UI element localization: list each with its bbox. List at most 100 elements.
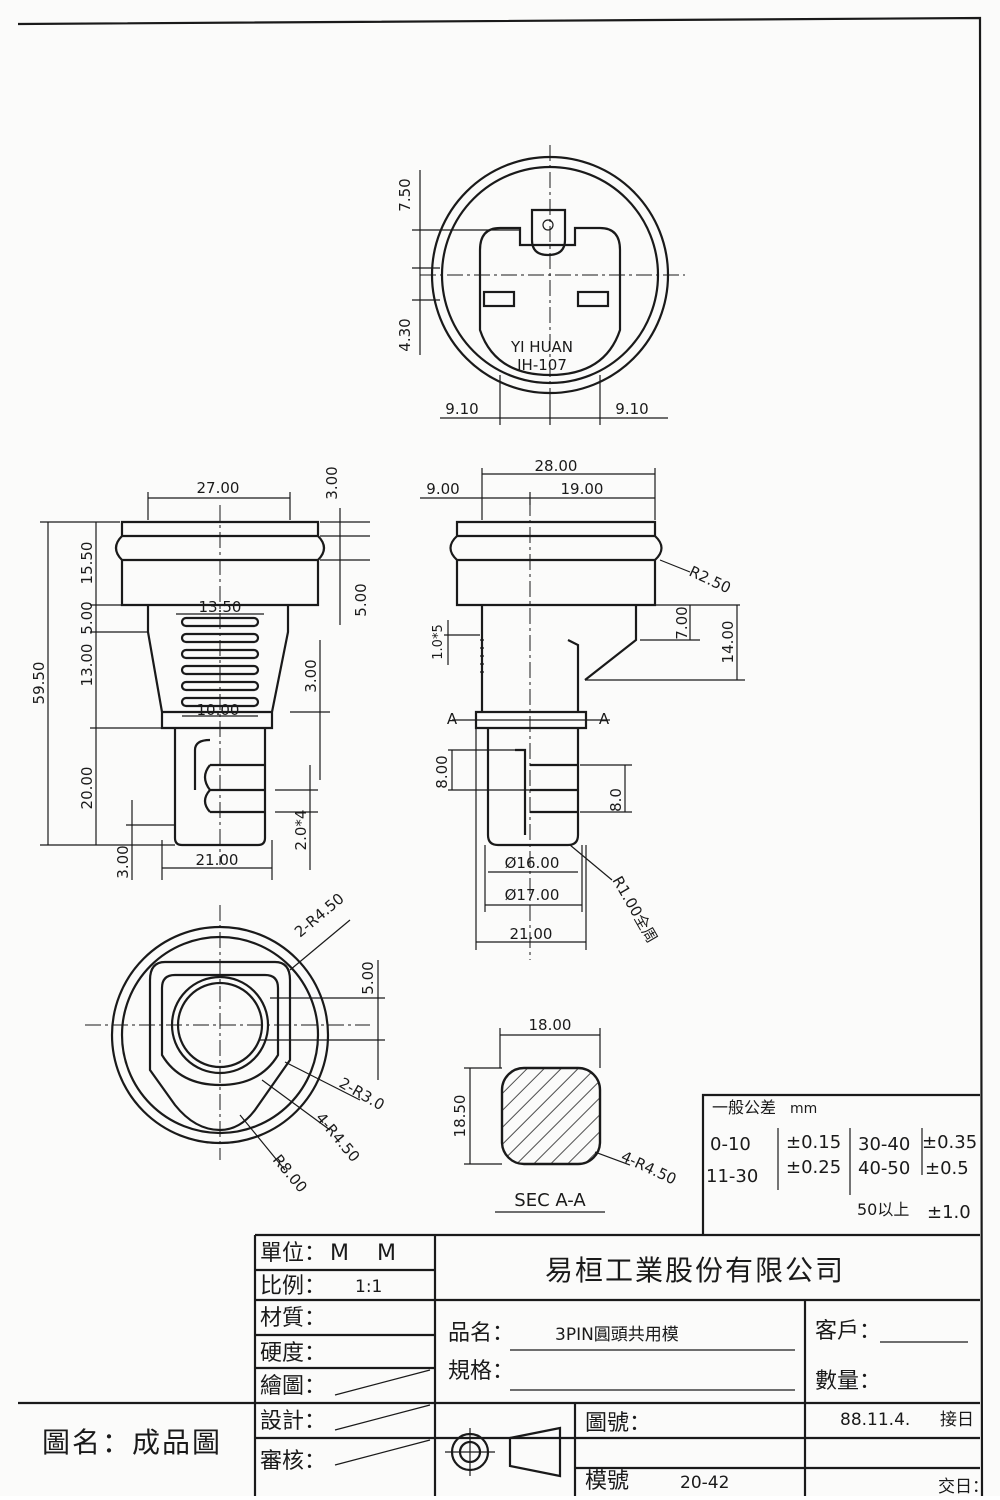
dim-r8-00: R8.00: [269, 1151, 311, 1196]
dim-4-r4-50-section: 4-R4.50: [618, 1147, 679, 1188]
tol-value-2: ±0.25: [786, 1157, 841, 1178]
title-block: 單位： M M 比例： 1:1 材質： 硬度： 繪圖： 設計： 審核： 易桓工業…: [18, 1233, 989, 1497]
customer-label: 客戶：: [815, 1319, 881, 1344]
socket-face: [478, 226, 622, 377]
dim-9-00: 9.00: [426, 480, 459, 498]
dim-13-50: 13.50: [199, 598, 242, 616]
dim-r2-50: R2.50: [686, 562, 733, 597]
hardness-label: 硬度：: [260, 1341, 326, 1366]
tol-value-3: ±0.35: [922, 1132, 977, 1153]
unit-label: 單位：: [260, 1241, 326, 1266]
tol-range-5: 50以上: [857, 1200, 909, 1219]
dim-1-0x5: 1.0*5: [431, 624, 446, 659]
dim-18-50: 18.50: [451, 1095, 469, 1138]
dim-28-00: 28.00: [535, 457, 578, 475]
review-label: 審核：: [260, 1449, 326, 1474]
dim-20-00: 20.00: [78, 767, 96, 810]
dim-18-00: 18.00: [529, 1016, 572, 1034]
top-view: YI HUAN IH-107 7.50 4.30 9.10 9.10: [396, 145, 685, 425]
tol-range-4: 40-50: [858, 1158, 910, 1179]
dim-9-10-right: 9.10: [615, 400, 648, 418]
brand-text: YI HUAN: [510, 338, 573, 356]
dim-3-00-top: 3.00: [323, 466, 341, 499]
dim-7-00: 7.00: [673, 606, 691, 639]
mold-no-label: 模號: [585, 1469, 629, 1494]
tol-value-4: ±0.5: [925, 1158, 969, 1179]
dim-5-00-left: 5.00: [78, 601, 96, 634]
dim-4-30: 4.30: [396, 318, 414, 351]
product-label: 品名：: [448, 1321, 514, 1346]
dim-8-0: 8.0: [607, 788, 625, 812]
date-value: 88.11.4.: [840, 1410, 910, 1430]
left-view-neck: [146, 605, 290, 730]
dim-27-00: 27.00: [197, 479, 240, 497]
side-view-collar: [474, 710, 588, 730]
dim-21-00-side: 21.00: [510, 925, 553, 943]
drawing-no-label: 圖號：: [585, 1411, 651, 1436]
left-view: 27.00 3.00 5.00 59.50 15.50 5.00 13.00 1…: [30, 466, 370, 880]
model-text: IH-107: [517, 356, 567, 374]
dim-59-50: 59.50: [30, 662, 48, 705]
dim-3-00-mid: 3.00: [302, 659, 320, 692]
scale-value: 1:1: [355, 1277, 382, 1297]
tol-value-1: ±0.15: [786, 1132, 841, 1153]
side-view-head: [449, 520, 663, 607]
tolerance-table: 一般公差 mm 0-10 ±0.15 30-40 ±0.35 11-30 ±0.…: [701, 1093, 980, 1235]
product-value: 3PIN圓頭共用模: [555, 1325, 679, 1345]
dim-2-r4-50: 2-R4.50: [291, 889, 348, 941]
dim-19-00: 19.00: [561, 480, 604, 498]
dim-14-00: 14.00: [719, 621, 737, 664]
dim-9-10-left: 9.10: [445, 400, 478, 418]
company-name: 易桓工業股份有限公司: [545, 1254, 845, 1287]
dim-4-r4-50-bottom: 4-R4.50: [312, 1109, 364, 1166]
dim-13-00: 13.00: [78, 644, 96, 687]
dim-5-00-right: 5.00: [352, 583, 370, 616]
section-label: SEC A-A: [514, 1190, 586, 1211]
section-a-right: A: [599, 710, 610, 728]
unit-value: M M: [330, 1241, 396, 1266]
dim-phi-17-00: Ø17.00: [505, 886, 560, 904]
dim-7-50: 7.50: [396, 178, 414, 211]
section-a-a: 18.00 18.50 4-R4.50 SEC A-A: [451, 1016, 679, 1213]
tol-range-3: 30-40: [858, 1134, 910, 1155]
projection-symbol: [445, 1426, 562, 1478]
delivery-label: 交日：: [938, 1477, 989, 1496]
side-view: 28.00 9.00 19.00 R2.50 7.00 14.00 1.0*5 …: [420, 457, 745, 960]
sheet-border: [17, 16, 984, 1497]
dim-8-00: 8.00: [433, 755, 451, 788]
dim-5-00-bottom: 5.00: [359, 961, 377, 994]
tol-range-1: 0-10: [710, 1134, 751, 1155]
left-pin-slot: [482, 290, 516, 308]
mold-no-value: 20-42: [680, 1473, 729, 1493]
drawn-label: 繪圖：: [260, 1374, 326, 1399]
drawing-name: 圖名：成品圖: [42, 1426, 222, 1459]
dim-3-00-bot: 3.00: [114, 845, 132, 878]
side-view-tail: [486, 728, 580, 847]
scale-label: 比例：: [260, 1274, 326, 1299]
tolerance-unit: mm: [790, 1101, 817, 1117]
tol-value-5: ±1.0: [927, 1202, 971, 1223]
section-a-left: A: [447, 710, 458, 728]
bottom-view: 2-R4.50 5.00 2-R3.0 4-R4.50 R8.00: [85, 889, 388, 1196]
dim-2-0x4: 2.0*4: [292, 810, 310, 851]
dim-r1-00-all: R1.00全周: [609, 873, 662, 946]
tolerance-title: 一般公差: [712, 1098, 776, 1117]
quantity-label: 數量：: [815, 1369, 881, 1394]
dim-2-r3-0: 2-R3.0: [336, 1074, 388, 1114]
left-view-head: [114, 520, 326, 607]
material-label: 材質：: [260, 1306, 326, 1331]
dim-15-50: 15.50: [78, 542, 96, 585]
received-label: 接日: [940, 1410, 974, 1430]
earth-pin-slot: [530, 208, 567, 257]
dim-10-00: 10.00: [197, 701, 240, 719]
side-view-body: [480, 605, 638, 712]
dim-21-00-left: 21.00: [196, 851, 239, 869]
tol-range-2: 11-30: [706, 1166, 758, 1187]
design-label: 設計：: [260, 1409, 326, 1434]
spec-label: 規格：: [448, 1359, 514, 1384]
right-pin-slot: [576, 290, 610, 308]
section-hatched-shape: [500, 1066, 602, 1166]
dim-phi-16-00: Ø16.00: [505, 854, 560, 872]
